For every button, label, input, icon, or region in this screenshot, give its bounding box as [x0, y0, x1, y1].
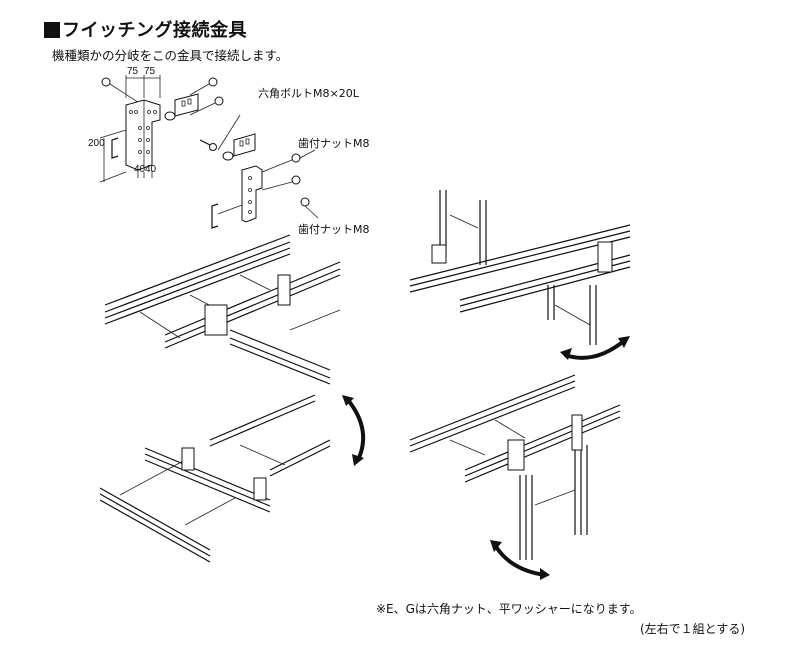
dim-height: 200 — [88, 138, 105, 149]
rotation-arrow-icon — [493, 543, 546, 577]
footnote: ※E、Gは六角ナット、平ワッシャーになります。 — [376, 602, 642, 616]
rotation-arrow-icon — [564, 338, 627, 360]
bracket-icon — [431, 244, 447, 264]
bracket-icon — [253, 477, 267, 501]
page-subtitle: 機種類かの分岐をこの金具で接続します。 — [52, 48, 289, 63]
rotation-arrow-icon — [346, 398, 366, 461]
illustration-horizontal-t-branch — [104, 234, 341, 385]
toothed-nut-icon — [291, 175, 301, 185]
illustration-vertical-drop-branch — [409, 190, 631, 360]
dim-width-right: 75 — [144, 66, 156, 77]
dim-base-left: 40 — [134, 164, 146, 175]
title-text: フイッチング接続金具 — [62, 20, 247, 41]
bracket-icon — [571, 414, 583, 451]
dim-width-left: 75 — [127, 66, 139, 77]
washer-icon — [208, 77, 218, 87]
footnote-pair: (左右で１組とする) — [640, 622, 746, 636]
parts-exploded-diagram — [99, 75, 319, 229]
label-toothed-nut-upper: 歯付ナットM8 — [298, 137, 370, 150]
t-bracket-right — [241, 165, 263, 223]
bracket-icon — [597, 241, 613, 273]
label-toothed-nut-lower: 歯付ナットM8 — [298, 223, 370, 236]
square-bullet-icon — [44, 22, 60, 38]
illustration-horizontal-cross-pivot — [99, 394, 366, 563]
washer-icon — [214, 96, 224, 106]
washer-icon — [101, 77, 111, 87]
bracket-icon — [277, 274, 291, 306]
page-title: フイッチング接続金具 — [44, 16, 247, 42]
u-bolt-icon — [211, 203, 219, 229]
t-bracket-left — [125, 99, 161, 171]
splice-plate — [174, 93, 199, 117]
bracket-icon — [507, 439, 525, 471]
dim-base-right: 40 — [145, 164, 157, 175]
splice-plate — [233, 133, 256, 157]
bracket-icon — [181, 447, 195, 471]
label-hex-bolt: 六角ボルトM8×20L — [258, 87, 359, 100]
toothed-nut-icon — [300, 197, 310, 207]
bracket-icon — [204, 304, 228, 336]
illustration-vertical-hang-pivot — [409, 374, 621, 580]
toothed-nut-icon — [291, 153, 301, 163]
